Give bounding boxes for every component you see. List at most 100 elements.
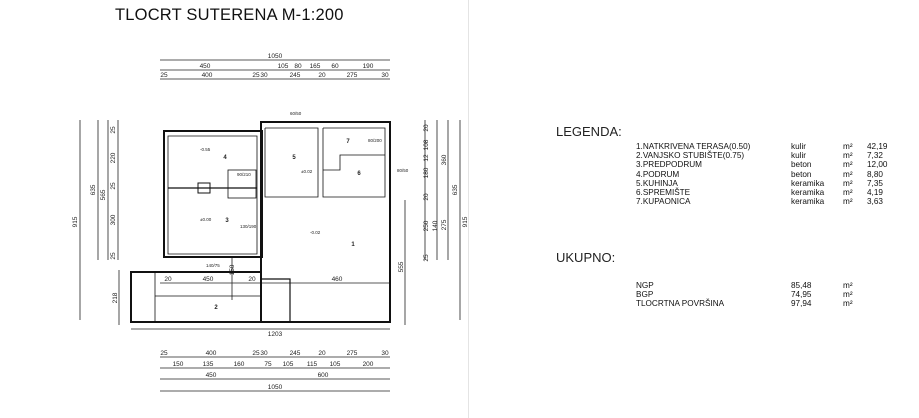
level-mark: ±0.02 [301,169,313,174]
dim: 25 [160,72,168,79]
dim: 30 [381,350,389,357]
dim: 80 [294,63,302,70]
dim: 245 [290,350,301,357]
dim: 635 [452,184,459,195]
total-value: 97,94 [791,299,812,309]
unit: m² [843,188,853,198]
dim: 220 [110,152,117,163]
dim: 300 [110,214,117,225]
dim: 400 [202,72,213,79]
dim: 450 [206,372,217,379]
drawing-title: TLOCRT SUTERENA M-1:200 [115,6,344,24]
material: keramika [791,197,825,207]
unit: m² [843,281,853,290]
total-value: 74,95 [791,290,812,300]
opening-mark: 130/190 [240,224,257,229]
dim: 75 [264,361,272,368]
dim: 105 [278,63,289,70]
opening-mark: 140/75 [206,263,220,268]
dim: 450 [203,276,214,283]
dim: 555 [398,261,405,272]
totals-heading: UKUPNO: [556,250,616,265]
dim: 30 [260,72,268,79]
dim: 160 [234,361,245,368]
unit: m² [843,178,853,188]
material: keramika [791,188,825,198]
material: kulir [791,142,807,151]
room-name: 2.VANJSKO STUBIŠTE(0.75) [636,151,745,161]
dim: 20 [248,276,256,283]
room-label-2: 2 [214,305,218,311]
unit: m² [843,169,853,179]
dim: 165 [310,63,321,70]
dim: 150 [173,361,184,368]
unit: m² [843,197,853,207]
level-mark: -0.55 [200,147,211,152]
dim: 600 [318,372,329,379]
dim: 150 [229,264,236,275]
dim: 20 [164,276,172,283]
opening-mark: 80/50 [397,168,409,173]
level-mark: -0.02 [310,230,321,235]
dim: 190 [363,63,374,70]
dim: 25 [252,72,260,79]
dim: 245 [290,72,301,79]
dim: 115 [307,361,318,368]
dim: 60 [331,63,339,70]
room-name: 3.PREDPODRUM [636,160,702,170]
room-label-4: 4 [223,155,227,161]
dim-total-bottom: 1050 [268,384,283,391]
dim: 275 [441,219,448,230]
dim: 20 [423,124,430,132]
opening-mark: 60/50 [290,111,302,116]
dim: 400 [206,350,217,357]
dim: 460 [332,276,343,283]
dim: 200 [363,361,374,368]
area-value: 3,63 [867,197,883,207]
legend-heading: LEGENDA: [556,124,622,139]
room-label-3: 3 [225,218,229,224]
dim: 1203 [268,331,283,338]
dim: 275 [347,350,358,357]
dim: 25 [423,254,430,262]
level-mark: ±0.00 [200,217,212,222]
dim: 360 [441,154,448,165]
dim: 915 [462,216,469,227]
dim: 25 [110,252,117,260]
dim: 30 [381,72,389,79]
dim: 30 [260,350,268,357]
opening-mark: 80/200 [368,138,382,143]
area-value: 42,19 [867,142,888,151]
opening-mark: 90/210 [237,172,251,177]
dim: 20 [423,193,430,201]
material: beton [791,160,812,170]
dim: 635 [90,184,97,195]
area-value: 12,00 [867,160,888,170]
dim: 25 [110,182,117,190]
dim: 275 [347,72,358,79]
total-value: 85,48 [791,281,812,290]
dim: 108 [423,139,430,150]
dim: 218 [112,292,119,303]
dim: 12 [423,154,430,162]
dim: 105 [330,361,341,368]
room-label-7: 7 [346,139,350,145]
dim: 25 [252,350,260,357]
dim: 140 [432,220,439,231]
dim-total-top: 1050 [268,53,283,60]
unit: m² [843,299,853,309]
material: keramika [791,178,825,188]
material: kulir [791,151,807,161]
dim: 450 [200,63,211,70]
room-name: 4.PODRUM [636,169,680,179]
